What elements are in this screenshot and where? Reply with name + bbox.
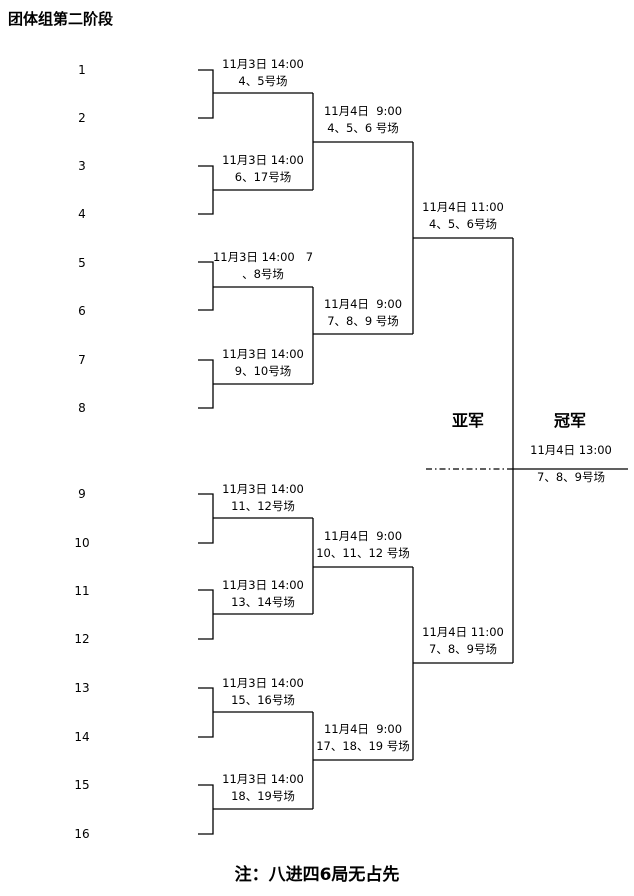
match-time: 11月3日 14:00 xyxy=(222,57,304,71)
match-venue: 4、5、6 号场 xyxy=(327,121,399,135)
r2-bracket-1 xyxy=(312,93,413,190)
r1-bracket-3 xyxy=(198,261,313,311)
match-venue: 4、5、6号场 xyxy=(429,217,497,231)
match-venue: 7、8、9号场 xyxy=(429,642,497,656)
match-time: 11月3日 14:00 7 xyxy=(212,250,314,264)
seed-label: 11 xyxy=(74,584,90,598)
seed-label: 16 xyxy=(74,827,90,841)
match-venue: 、8号场 xyxy=(242,267,284,281)
match-time: 11月4日 9:00 xyxy=(323,722,403,736)
semifinal-match-2: 11月4日 11:00 7、8、9号场 xyxy=(413,624,513,658)
round1-match-1: 11月3日 14:00 4、5号场 xyxy=(213,56,313,90)
champion-label: 冠军 xyxy=(554,411,587,430)
r1-bracket-7 xyxy=(198,687,313,738)
seed-label: 6 xyxy=(78,304,86,318)
round2-match-3: 11月4日 9:00 10、11、12 号场 xyxy=(305,528,421,562)
seed-label: 1 xyxy=(78,63,86,77)
round2-match-1: 11月4日 9:00 4、5、6 号场 xyxy=(313,103,413,137)
match-time: 11月3日 14:00 xyxy=(222,153,304,167)
match-time: 11月3日 14:00 xyxy=(222,482,304,496)
seed-label: 4 xyxy=(78,207,86,221)
round1-match-4: 11月3日 14:00 9、10号场 xyxy=(213,346,313,380)
match-time: 11月3日 14:00 xyxy=(222,347,304,361)
match-time: 11月4日 11:00 xyxy=(422,200,504,214)
r2-bracket-4 xyxy=(312,712,413,809)
match-venue: 11、12号场 xyxy=(231,499,295,513)
match-venue: 17、18、19 号场 xyxy=(316,739,410,753)
match-venue: 6、17号场 xyxy=(234,170,292,184)
page-title: 团体组第二阶段 xyxy=(8,10,114,28)
seed-label: 8 xyxy=(78,401,86,415)
r2-bracket-3 xyxy=(312,518,413,614)
final-match-venue: 7、8、9号场 xyxy=(537,470,605,484)
match-time: 11月4日 9:00 xyxy=(323,104,403,118)
round1-match-2: 11月3日 14:00 6、17号场 xyxy=(213,152,313,186)
match-time: 11月3日 14:00 xyxy=(222,578,304,592)
round2-match-4: 11月4日 9:00 17、18、19 号场 xyxy=(305,721,421,755)
match-time: 11月4日 9:00 xyxy=(323,529,403,543)
match-venue: 18、19号场 xyxy=(231,789,295,803)
semifinal-match-1: 11月4日 11:00 4、5、6号场 xyxy=(413,199,513,233)
match-venue: 13、14号场 xyxy=(231,595,295,609)
round1-match-6: 11月3日 14:00 13、14号场 xyxy=(213,577,313,611)
final-match-time: 11月4日 13:00 xyxy=(530,443,612,457)
match-time: 11月4日 9:00 xyxy=(323,297,403,311)
round1-match-5: 11月3日 14:00 11、12号场 xyxy=(213,481,313,515)
seed-label: 5 xyxy=(78,256,86,270)
r1-bracket-4 xyxy=(198,359,313,409)
seed-label: 9 xyxy=(78,487,86,501)
match-time: 11月3日 14:00 xyxy=(222,676,304,690)
seed-label: 13 xyxy=(74,681,90,695)
r2-bracket-2 xyxy=(312,287,413,384)
round1-match-7: 11月3日 14:00 15、16号场 xyxy=(213,675,313,709)
seed-label: 15 xyxy=(74,778,90,792)
seed-label: 12 xyxy=(74,632,90,646)
match-venue: 4、5号场 xyxy=(238,74,288,88)
round1-match-8: 11月3日 14:00 18、19号场 xyxy=(213,771,313,805)
seed-label: 2 xyxy=(78,111,86,125)
round2-match-2: 11月4日 9:00 7、8、9 号场 xyxy=(313,296,413,330)
match-venue: 10、11、12 号场 xyxy=(316,546,410,560)
r1-bracket-5 xyxy=(198,493,313,544)
seed-label: 7 xyxy=(78,353,86,367)
r1-bracket-2 xyxy=(198,165,313,215)
footnote: 注：八进四6局无占先 xyxy=(234,865,400,885)
round1-match-3: 11月3日 14:00 7 、8号场 xyxy=(207,249,319,283)
r1-bracket-6 xyxy=(198,589,313,640)
semi-bracket-2 xyxy=(412,567,513,760)
match-venue: 9、10号场 xyxy=(234,364,292,378)
match-venue: 7、8、9 号场 xyxy=(327,314,399,328)
r1-bracket-8 xyxy=(198,784,313,835)
seed-label: 10 xyxy=(74,536,90,550)
seed-label: 14 xyxy=(74,730,90,744)
match-time: 11月3日 14:00 xyxy=(222,772,304,786)
seed-label: 3 xyxy=(78,159,86,173)
semi-bracket-1 xyxy=(412,142,513,334)
match-venue: 15、16号场 xyxy=(231,693,295,707)
r1-bracket-1 xyxy=(198,69,313,119)
runner-up-label: 亚军 xyxy=(452,411,485,430)
match-time: 11月4日 11:00 xyxy=(422,625,504,639)
